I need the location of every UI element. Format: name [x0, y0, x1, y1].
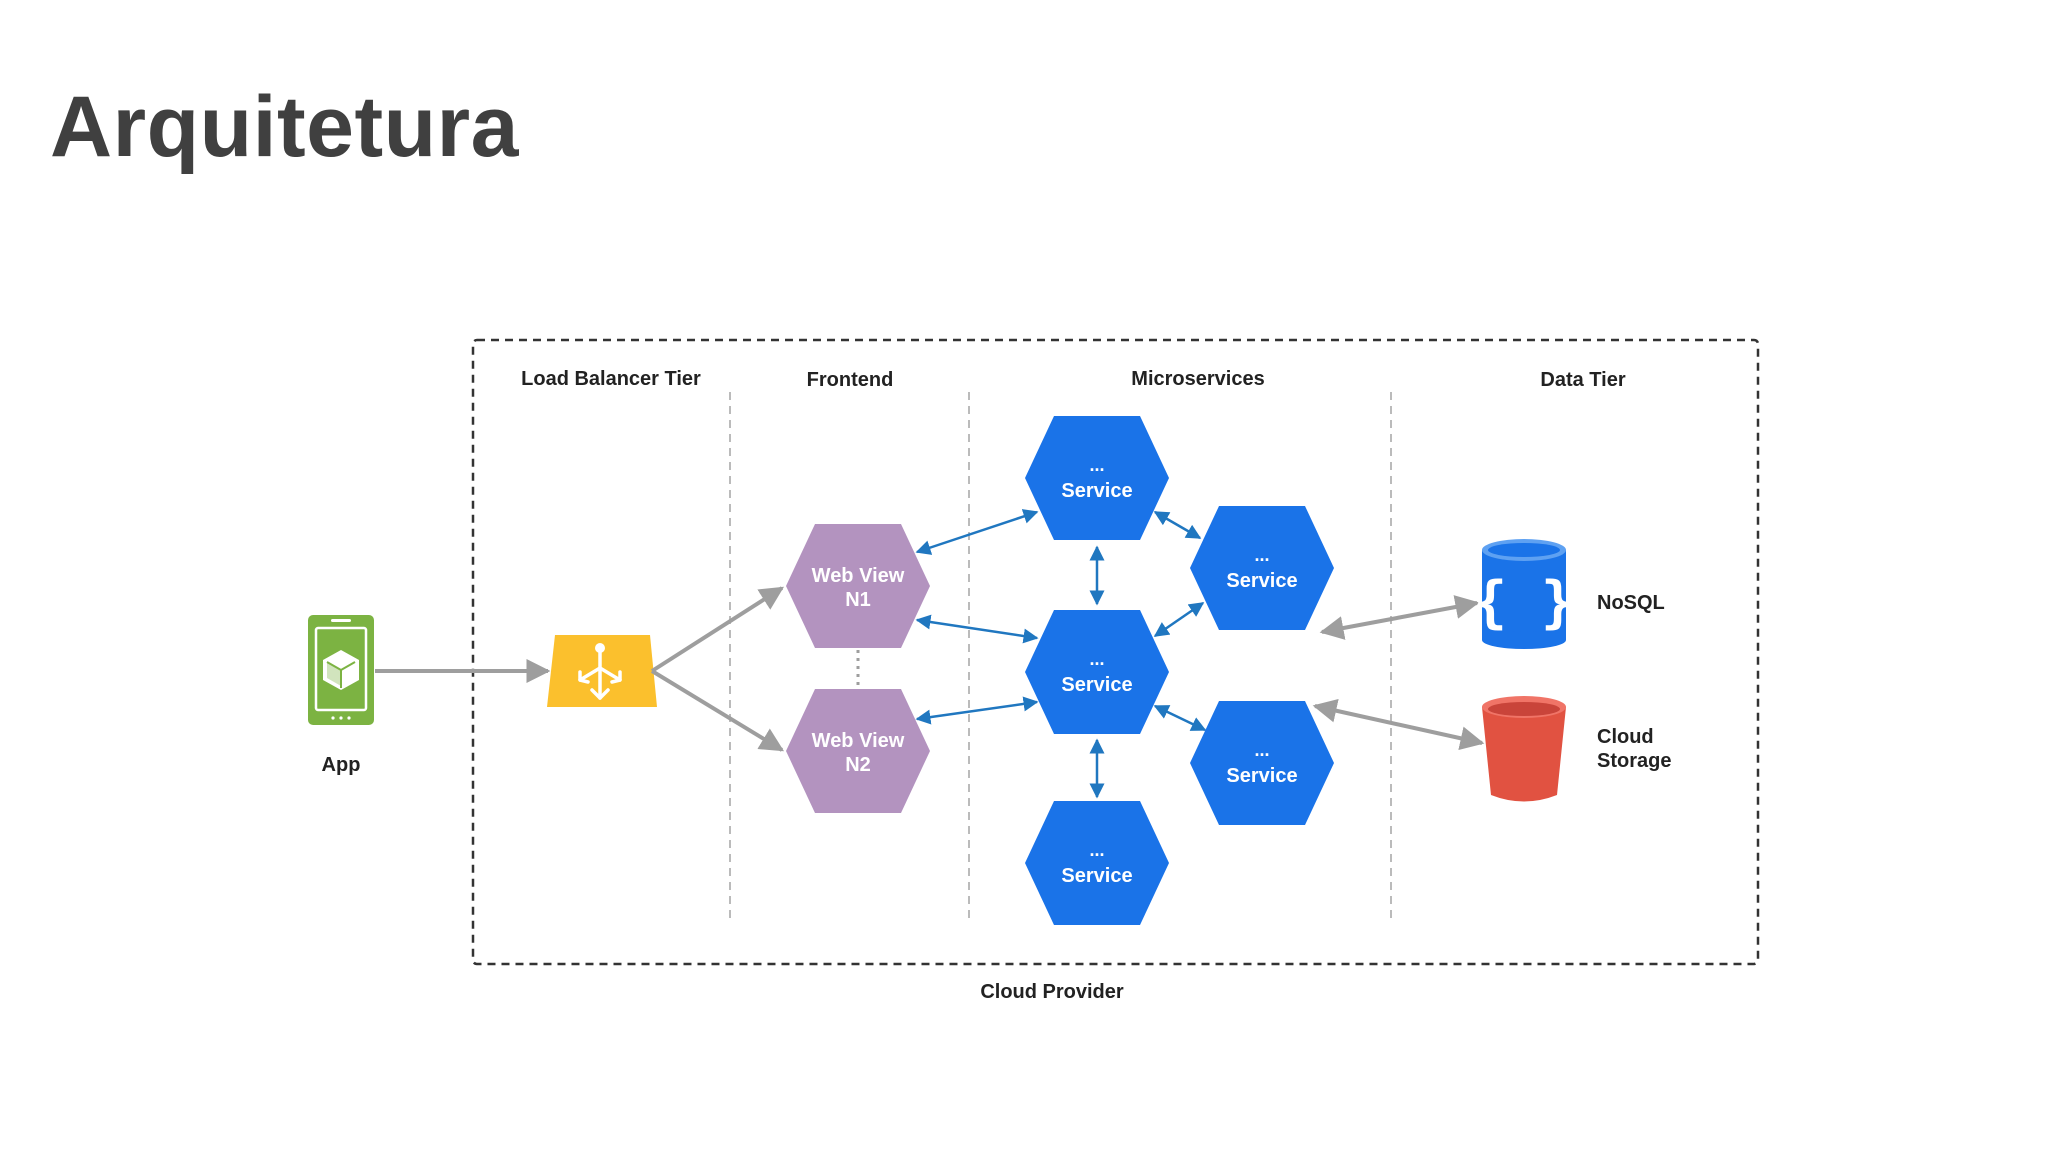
cloud-storage-label-line1: Cloud: [1597, 726, 1654, 748]
tier-label-data: Data Tier: [1540, 369, 1625, 391]
tier-label-load-balancer: Load Balancer Tier: [521, 368, 701, 390]
svg-text:Service: Service: [1061, 865, 1132, 887]
load-balancer-icon: [547, 635, 657, 707]
cloud-provider-label: Cloud Provider: [980, 981, 1124, 1003]
svg-text:Web View: Web View: [812, 565, 905, 587]
service-upper-right: ... Service: [1190, 506, 1334, 630]
svg-text:Service: Service: [1061, 674, 1132, 696]
svg-text:N2: N2: [845, 754, 871, 776]
tier-label-frontend: Frontend: [807, 369, 894, 391]
svg-text:...: ...: [1089, 649, 1104, 669]
svg-text:Service: Service: [1226, 765, 1297, 787]
app-label: App: [322, 754, 361, 776]
svg-text:...: ...: [1254, 545, 1269, 565]
tier-label-microservices: Microservices: [1131, 368, 1264, 390]
svg-text:...: ...: [1089, 455, 1104, 475]
arrow-n1-service-center: [915, 614, 1039, 644]
arrow-service-cloud-storage: [1312, 698, 1485, 751]
arrow-n1-service-top: [915, 509, 1039, 555]
cloud-storage-label-line2: Storage: [1597, 750, 1671, 772]
arrow-center-upper-right: [1153, 601, 1205, 638]
service-top: ... Service: [1025, 416, 1169, 540]
service-lower-right: ... Service: [1190, 701, 1334, 825]
svg-text:...: ...: [1254, 740, 1269, 760]
braces-icon: { }: [1473, 570, 1574, 635]
nosql-database-icon: { }: [1473, 539, 1575, 649]
arrow-center-lower-right: [1153, 704, 1207, 732]
app-icon: [308, 615, 374, 725]
svg-text:Service: Service: [1226, 570, 1297, 592]
arrow-lb-to-webview-n1: [650, 586, 785, 673]
svg-text:N1: N1: [845, 589, 871, 611]
webview-n2: Web View N2: [786, 689, 930, 813]
service-bottom: ... Service: [1025, 801, 1169, 925]
arrow-service-nosql: [1319, 595, 1480, 640]
cloud-storage-bucket-icon: [1482, 696, 1566, 802]
svg-text:Service: Service: [1061, 480, 1132, 502]
arrow-top-upper-right: [1153, 510, 1202, 540]
arrow-n2-service-center: [915, 696, 1039, 725]
arrow-lb-to-webview-n2: [650, 669, 785, 752]
page-title: Arquitetura: [50, 79, 519, 175]
webview-n1: Web View N1: [786, 524, 930, 648]
svg-text:Web View: Web View: [812, 730, 905, 752]
svg-text:...: ...: [1089, 840, 1104, 860]
nosql-label: NoSQL: [1597, 592, 1665, 614]
service-center: ... Service: [1025, 610, 1169, 734]
